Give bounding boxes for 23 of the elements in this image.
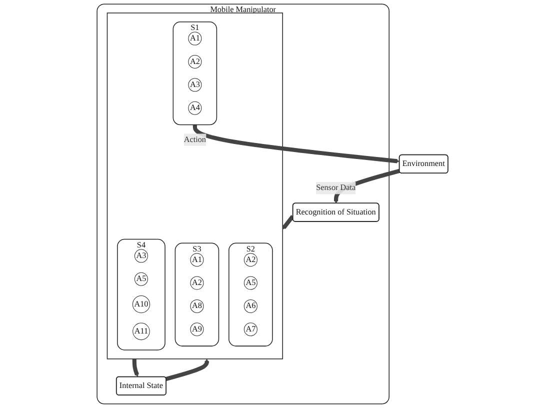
node-circle: A5 — [134, 272, 148, 286]
node-circle: A7 — [244, 322, 258, 336]
node-circle: A4 — [188, 101, 202, 115]
node-circle: A8 — [190, 299, 204, 313]
node-circle: A1 — [188, 32, 202, 46]
node-circle: A3 — [188, 78, 202, 92]
arrow — [166, 358, 210, 381]
arrow — [192, 124, 400, 164]
node-circle: A3 — [134, 249, 148, 263]
node-circle: A9 — [190, 322, 204, 336]
node-circle: A1 — [190, 253, 204, 267]
node-circle: A5 — [244, 276, 258, 290]
node-circle: A11 — [132, 322, 150, 340]
node-circle: A2 — [190, 276, 204, 290]
node-circle: A6 — [244, 299, 258, 313]
arrow — [132, 358, 139, 377]
cluster — [106, 12, 284, 360]
node-circle: A2 — [244, 253, 258, 267]
node-circle: A2 — [188, 54, 202, 68]
node-circle: A10 — [132, 296, 150, 314]
arrow — [282, 215, 294, 230]
edge-label: Action — [184, 135, 206, 144]
edge-label: Sensor Data — [316, 184, 356, 192]
